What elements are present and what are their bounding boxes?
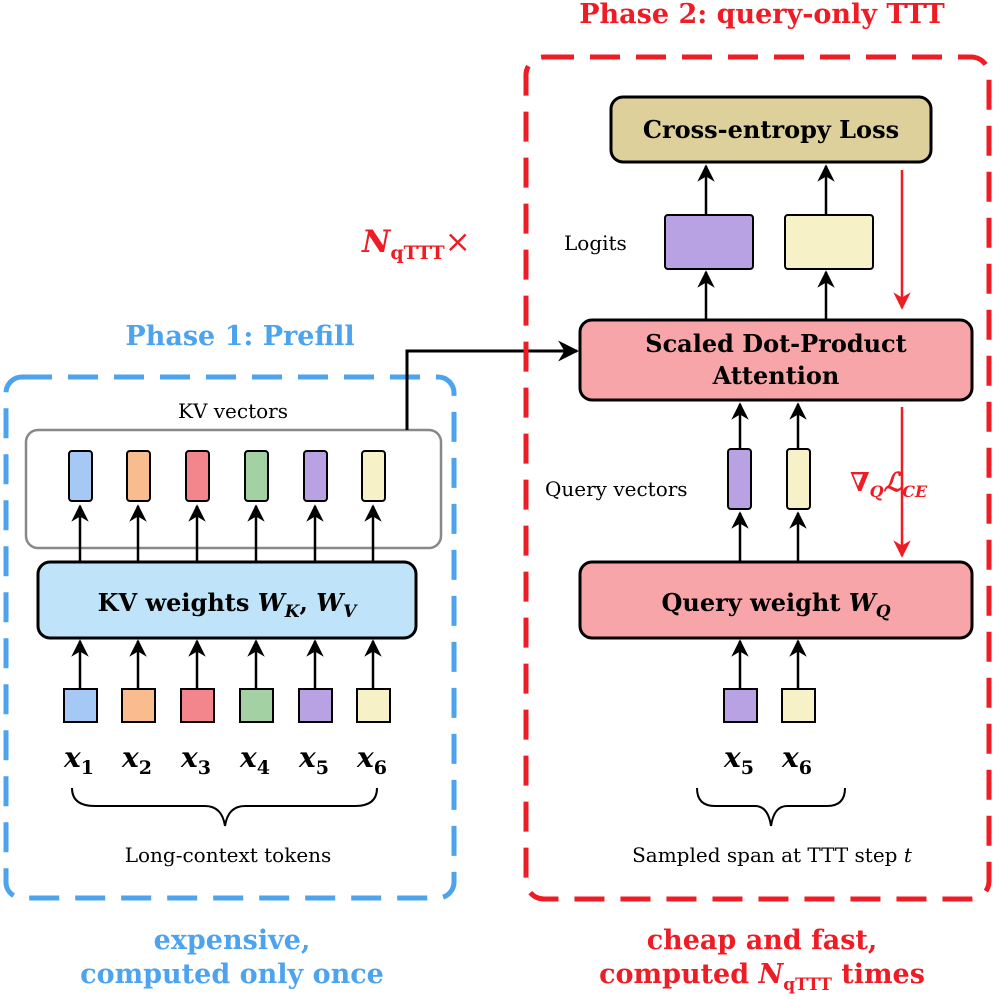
kv-vector-bar <box>361 450 386 502</box>
kv-vectors-label: KV vectors <box>178 399 288 423</box>
long-context-brace <box>71 787 378 827</box>
token-label: x4 <box>239 741 270 779</box>
kv-to-attention-arrow <box>405 340 580 430</box>
phase1-cost-line1: expensive, <box>154 925 311 956</box>
kv-vector-bar <box>68 450 93 502</box>
token-square <box>239 688 274 723</box>
query-vector-to-attention-arrows <box>731 402 807 449</box>
kv-weights-sub1: K <box>284 602 301 622</box>
logit-to-loss-arrows <box>697 164 835 215</box>
query-weight-label: Query weight WQ <box>661 588 890 622</box>
loop-count-label: NqTTT× <box>361 224 471 264</box>
query-token-label-2: x6 <box>781 741 812 779</box>
query-token-square-1 <box>723 688 758 723</box>
cross-entropy-loss-label: Cross-entropy Loss <box>643 115 899 144</box>
token-square <box>180 688 215 723</box>
token-label: x2 <box>121 741 152 779</box>
phase1-region <box>3 374 457 901</box>
phase1-cost-line2: computed only once <box>80 959 384 990</box>
attention-label-line2: Attention <box>712 361 840 390</box>
query-vectors-label: Query vectors <box>545 477 688 501</box>
phase2-region <box>523 54 992 902</box>
token-label: x3 <box>180 741 211 779</box>
token-label: x1 <box>63 741 94 779</box>
token-square <box>298 688 333 723</box>
logit-bar-2 <box>784 214 874 270</box>
attention-label-line1: Scaled Dot-Product <box>645 329 907 358</box>
kv-weight-to-vector-arrows <box>71 504 382 562</box>
token-square <box>63 688 98 723</box>
kv-weights-w2: W <box>316 588 345 617</box>
phase2-cost-line2: computed NqTTT times <box>599 959 925 995</box>
attention-to-logit-arrows <box>697 270 835 320</box>
sampled-span-brace <box>696 787 846 827</box>
query-vector-bar-1 <box>727 448 752 510</box>
phase2-cost-line1: cheap and fast, <box>647 925 878 956</box>
kv-vector-bars <box>68 450 386 502</box>
token-square <box>356 688 391 723</box>
query-vector-bar-2 <box>786 448 811 510</box>
query-token-label-1: x5 <box>723 741 754 779</box>
long-context-label: Long-context tokens <box>125 843 332 867</box>
kv-weights-text: KV weights <box>98 588 258 617</box>
token-label: x5 <box>298 741 329 779</box>
cross-entropy-loss-box <box>609 95 933 164</box>
kv-weights-sep: , <box>299 588 316 617</box>
phase1-token-labels: x1 x2 x3 x4 x5 x6 <box>63 741 387 779</box>
kv-weights-box <box>36 560 418 640</box>
token-square <box>121 688 156 723</box>
kv-weights-sub2: V <box>343 602 358 622</box>
sampled-span-label: Sampled span at TTT step t <box>632 843 913 867</box>
kv-weights-label: KV weights WK, WV <box>98 588 358 622</box>
gradient-label: ∇QℒCE <box>850 468 928 501</box>
query-token-to-weight-arrows <box>731 639 807 688</box>
logit-bar-1 <box>664 214 754 270</box>
kv-vector-bar <box>303 450 328 502</box>
query-token-square-2 <box>781 688 816 723</box>
attention-box <box>578 318 974 402</box>
kv-vector-bar <box>185 450 210 502</box>
query-weight-box <box>578 560 974 640</box>
token-label: x6 <box>356 741 387 779</box>
kv-weights-w1: W <box>258 588 287 617</box>
phase1-token-squares <box>63 688 391 723</box>
logits-label: Logits <box>564 231 627 255</box>
token-to-kv-arrows <box>71 639 382 688</box>
kv-vector-bar <box>126 450 151 502</box>
kv-vector-bar <box>244 450 269 502</box>
phase1-title: Phase 1: Prefill <box>125 321 354 352</box>
phase2-title: Phase 2: query-only TTT <box>579 0 945 30</box>
query-weight-to-vector-arrows <box>731 511 807 562</box>
